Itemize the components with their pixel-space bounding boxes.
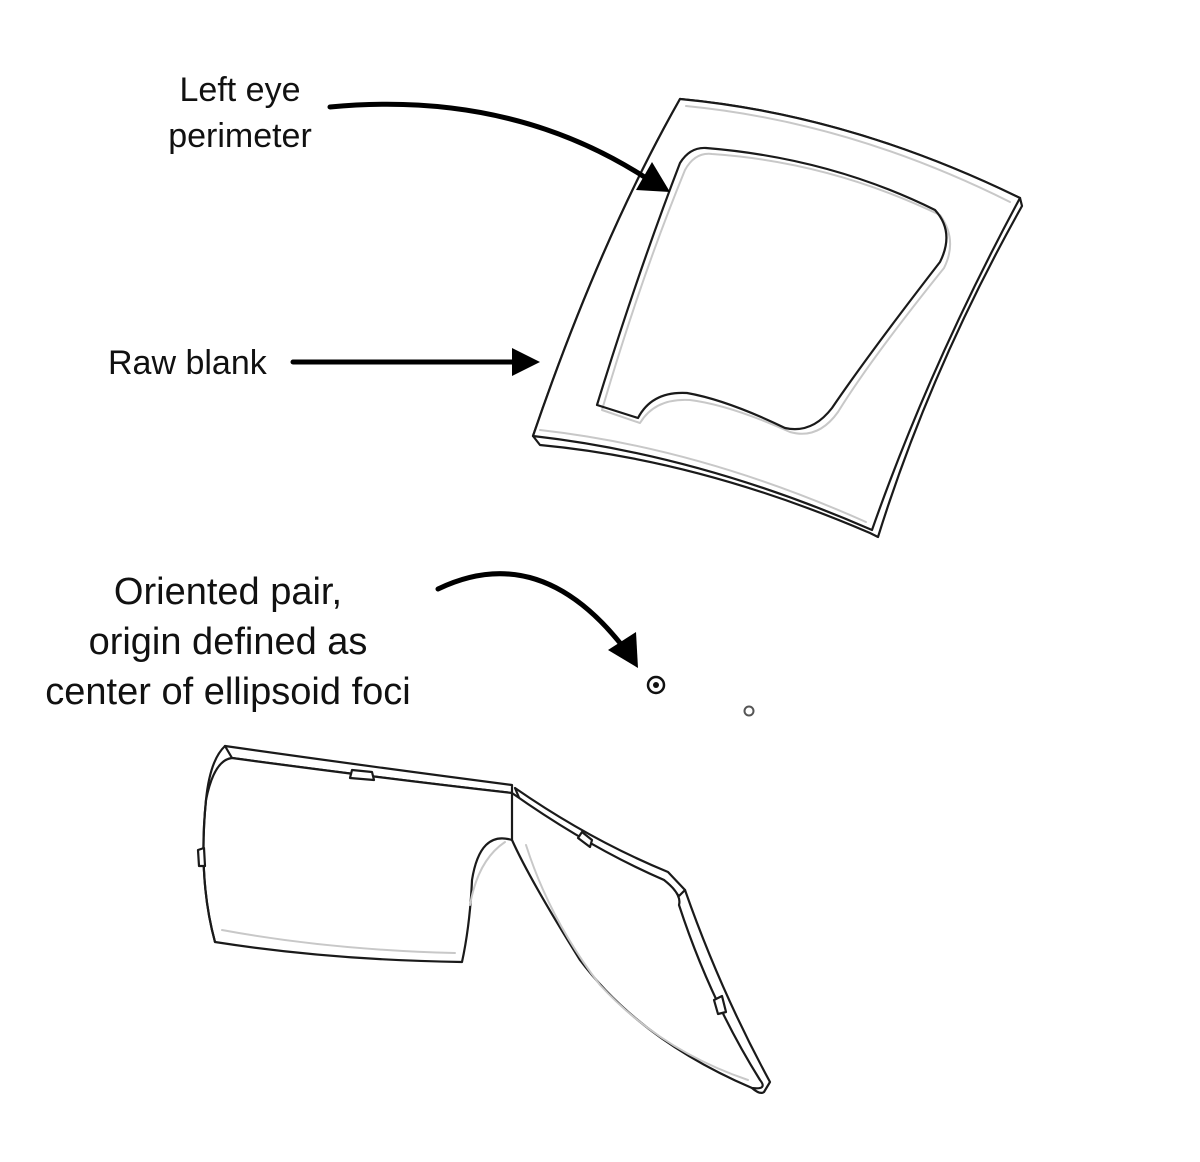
arrow-oriented-pair: [435, 571, 638, 668]
oriented-lens-pair: [196, 744, 772, 1094]
label-raw-blank: Raw blank: [108, 344, 268, 382]
label-left-eye-line1: Left eye: [180, 71, 301, 109]
focus-point-primary: [646, 675, 666, 695]
left-eye-perimeter: [595, 146, 951, 435]
focus-point-primary-center: [653, 682, 659, 688]
label-oriented-line1: Oriented pair,: [114, 571, 342, 613]
label-left-eye-line2: perimeter: [168, 117, 312, 155]
label-oriented-line2: origin defined as: [89, 621, 368, 663]
arrow-raw-blank: [290, 348, 540, 376]
arrow-left-eye-perimeter: [327, 101, 670, 192]
ellipsoid-foci: [646, 675, 755, 717]
focus-point-secondary: [743, 705, 755, 717]
raw-blank-plate: [531, 97, 1024, 539]
label-oriented-line3: center of ellipsoid foci: [45, 671, 410, 713]
